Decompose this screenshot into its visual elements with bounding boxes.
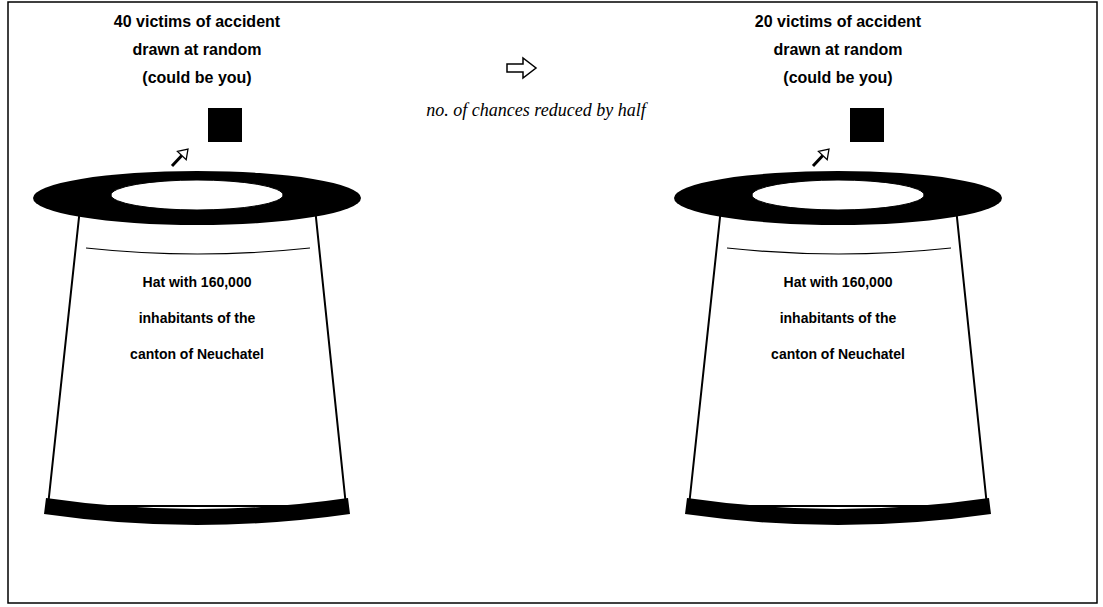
hat-label: Hat with 160,000 inhabitants of the cant… xyxy=(763,264,913,372)
victim-heading: 20 victims of accident drawn at random (… xyxy=(752,8,924,92)
pointer-arrow xyxy=(813,149,829,166)
pointer-arrow xyxy=(172,149,188,166)
victim-target: 20 victims of accident drawn at random (… xyxy=(752,8,924,144)
arrow-head xyxy=(818,149,829,160)
arrow-head xyxy=(177,149,188,160)
transition-arrow xyxy=(507,58,536,78)
hat-node: Hat with 160,000 inhabitants of the cant… xyxy=(671,168,1006,530)
hat-label: Hat with 160,000 inhabitants of the cant… xyxy=(122,264,272,372)
victim-heading: 40 victims of accident drawn at random (… xyxy=(111,8,283,92)
outer-border xyxy=(8,2,1097,603)
arrow-shaft xyxy=(172,156,182,166)
transition-note: no. of chances reduced by half xyxy=(400,98,672,122)
arrow-shaft xyxy=(813,156,823,166)
victim-target: 40 victims of accident drawn at random (… xyxy=(111,8,283,144)
victim-square xyxy=(208,108,242,142)
hat-node: Hat with 160,000 inhabitants of the cant… xyxy=(30,168,365,530)
victim-square xyxy=(850,108,884,142)
